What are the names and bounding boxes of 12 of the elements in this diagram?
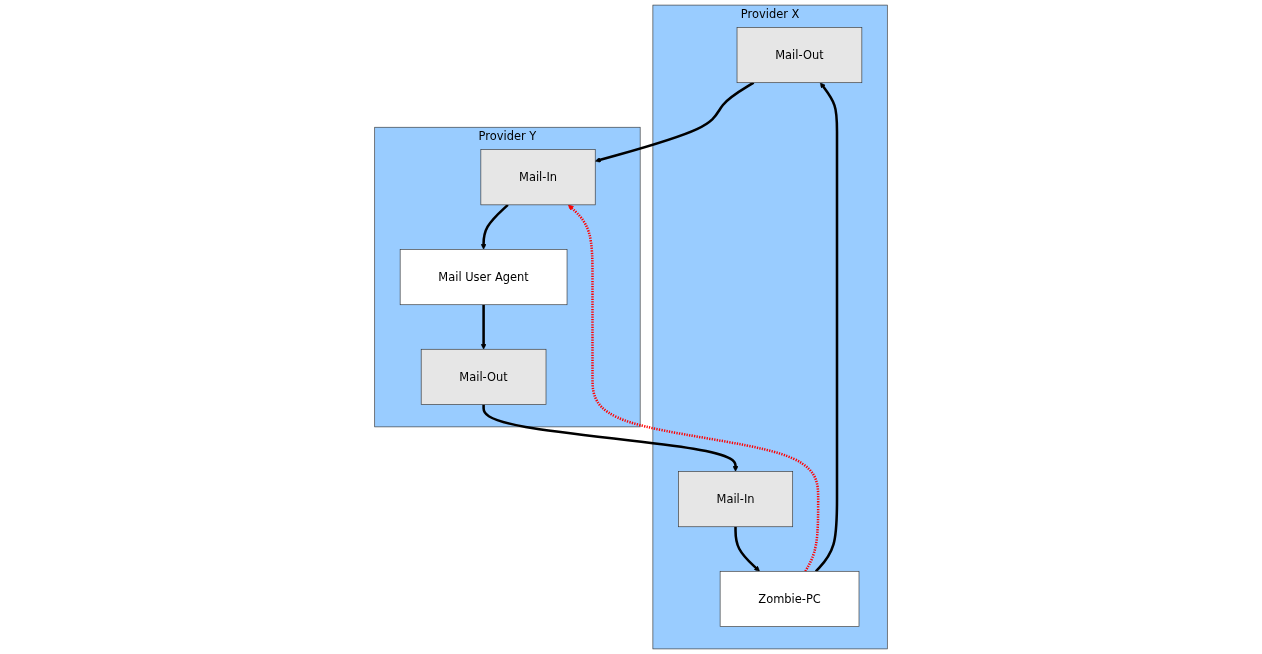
node-box: Zombie-PC	[719, 570, 860, 627]
arrow	[480, 304, 487, 350]
node-box: Mail-Out	[736, 27, 863, 83]
arrow	[567, 204, 820, 572]
node-box: Mail User Agent	[399, 249, 568, 306]
arrow	[734, 526, 760, 572]
node-box: Mail-In	[678, 471, 794, 528]
node-box: Mail-In	[480, 149, 596, 206]
node-box: Mail-Out	[420, 348, 547, 405]
arrow	[480, 203, 509, 250]
arrow	[814, 82, 839, 573]
arrow	[594, 81, 755, 163]
